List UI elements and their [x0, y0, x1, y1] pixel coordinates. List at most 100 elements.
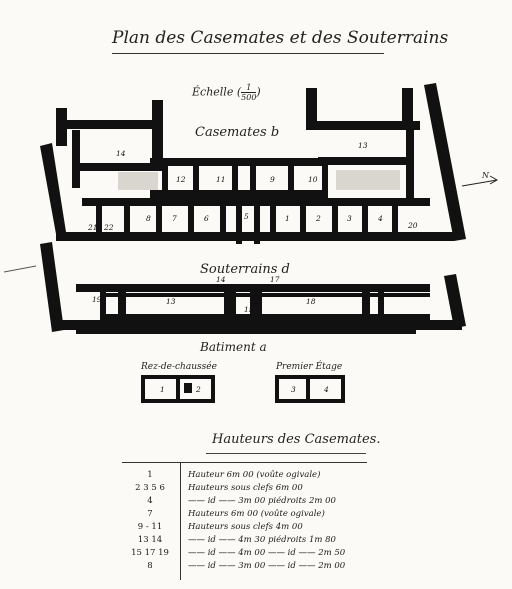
casemates-room-11: 11 — [216, 175, 226, 184]
heights-row-desc: —— id —— 3m 00 —— id —— 2m 00 — [188, 561, 346, 571]
casemates-room-2: 2 — [315, 214, 321, 223]
heights-row: 9 - 11 Hauteurs sous clefs 4m 00 — [122, 522, 367, 534]
heights-row: 13 14 —— id —— 4m 30 piédroits 1m 80 — [122, 535, 367, 547]
ground-floor-title: Rez-de-chaussée — [141, 362, 217, 372]
north-arrow-head — [489, 175, 499, 185]
casemates-room-12: 12 — [176, 175, 186, 184]
north-arrow-shaft — [461, 179, 498, 187]
batiment-first-plan — [275, 375, 345, 403]
casemates-room-21: 21 — [87, 223, 98, 232]
first-room-4: 4 — [323, 385, 329, 394]
casemates-title: Casemates b — [195, 125, 280, 140]
souterrains-sep-5 — [362, 292, 370, 322]
casemates-room-9: 9 — [270, 175, 275, 184]
souterrains-sep-6 — [378, 292, 384, 322]
heights-row-rooms: 4 — [147, 496, 153, 506]
casemates-low-sep-12 — [392, 198, 398, 238]
souterrains-left-wall — [40, 242, 64, 332]
souterrains-front-step — [76, 330, 416, 334]
plan-title: Plan des Casemates et des Souterrains — [112, 28, 449, 48]
ground-room-1: 1 — [160, 385, 165, 394]
heights-row-rooms: 7 — [147, 509, 153, 519]
heights-row-rooms: 9 - 11 — [137, 522, 163, 532]
margin-mark — [3, 265, 37, 273]
casemates-sep-a — [162, 158, 168, 198]
heights-row: 7 Hauteurs 6m 00 (voûte ogivale) — [122, 509, 367, 521]
casemates-low-sep-6 — [236, 198, 242, 244]
heights-row-rooms: 13 14 — [137, 535, 163, 545]
heights-row-desc: —— id —— 4m 30 piédroits 1m 80 — [188, 535, 336, 545]
souterrains-room-15: 15 — [244, 305, 254, 314]
casemates-courtyard-left — [118, 172, 158, 190]
souterrains-sep-2 — [118, 292, 126, 322]
casemates-low-sep-8 — [270, 198, 276, 238]
heights-row-rooms: 15 17 19 — [131, 548, 169, 558]
batiment-ground-plan — [141, 375, 215, 403]
casemates-room-1: 1 — [285, 214, 290, 223]
heights-table-top — [122, 462, 367, 463]
casemates-sep-c — [232, 158, 238, 198]
souterrains-room-13: 13 — [166, 297, 176, 306]
souterrains-bottom-wall — [52, 320, 462, 330]
souterrains-inner-top — [100, 293, 430, 297]
heights-row-desc: Hauteur 6m 00 (voûte ogivale) — [188, 470, 321, 480]
casemates-low-sep-4 — [188, 198, 194, 238]
souterrains-room-18: 18 — [306, 297, 316, 306]
heights-row-desc: —— id —— 4m 00 —— id —— 2m 50 — [188, 548, 346, 558]
casemates-14-wall-top — [56, 120, 161, 129]
scale-numerator: 1 — [241, 83, 257, 93]
heights-table-divider — [180, 462, 181, 580]
heights-row-desc: Hauteurs 6m 00 (voûte ogivale) — [188, 509, 325, 519]
first-room-3: 3 — [291, 385, 296, 394]
heights-row: 4 —— id —— 3m 00 piédroits 2m 00 — [122, 496, 367, 508]
casemates-low-sep-9 — [300, 198, 306, 238]
casemates-room-4: 4 — [377, 214, 383, 223]
casemates-low-sep-11 — [362, 198, 368, 238]
heights-underline — [206, 453, 366, 454]
souterrains-room-14: 14 — [216, 275, 226, 284]
casemates-sep-d — [250, 158, 256, 198]
casemates-low-sep-3 — [156, 198, 162, 238]
casemates-low-sep-1 — [96, 198, 102, 238]
souterrains-right-wall — [444, 274, 466, 328]
north-arrow-label: N — [481, 171, 490, 180]
casemates-14-wall-inner — [72, 130, 80, 188]
casemates-plan — [40, 83, 466, 244]
heights-row-desc: —— id —— 3m 00 piédroits 2m 00 — [188, 496, 336, 506]
souterrains-plan — [40, 242, 466, 334]
casemates-low-sep-7 — [254, 198, 260, 244]
casemates-room-8: 8 — [146, 214, 151, 223]
casemates-room-5: 5 — [244, 212, 249, 221]
souterrains-room-19: 19 — [92, 295, 102, 304]
casemates-13-wall-left — [306, 88, 317, 130]
heights-row-desc: Hauteurs sous clefs 4m 00 — [188, 522, 303, 532]
heights-row: 8—— id —— 3m 00 —— id —— 2m 00 — [122, 561, 367, 573]
north-arrow: N — [461, 171, 499, 187]
casemates-room-13: 13 — [358, 141, 368, 150]
casemates-13-wall-right — [402, 88, 413, 130]
casemates-sep-b — [193, 158, 199, 198]
first-floor-title: Premier Étage — [276, 362, 343, 372]
casemates-low-sep-5 — [220, 198, 226, 238]
souterrains-title: Souterrains d — [200, 262, 290, 277]
heights-title: Hauteurs des Casemates. — [212, 432, 381, 447]
heights-row-desc: Hauteurs sous clefs 6m 00 — [188, 483, 303, 493]
souterrains-inner-bottom — [100, 314, 430, 320]
casemates-sep-e — [288, 158, 294, 198]
casemates-low-sep-10 — [332, 198, 338, 238]
casemates-room-22: 22 — [103, 223, 114, 232]
heights-row-rooms: 2 3 5 6 — [135, 483, 165, 493]
casemates-13-wall-top — [306, 121, 420, 130]
souterrains-sep-1 — [100, 292, 106, 322]
casemates-14-wall-bottom — [78, 163, 163, 171]
casemates-left-wall — [40, 143, 66, 234]
casemates-room-7: 7 — [172, 214, 177, 223]
casemates-room-10: 10 — [308, 175, 318, 184]
